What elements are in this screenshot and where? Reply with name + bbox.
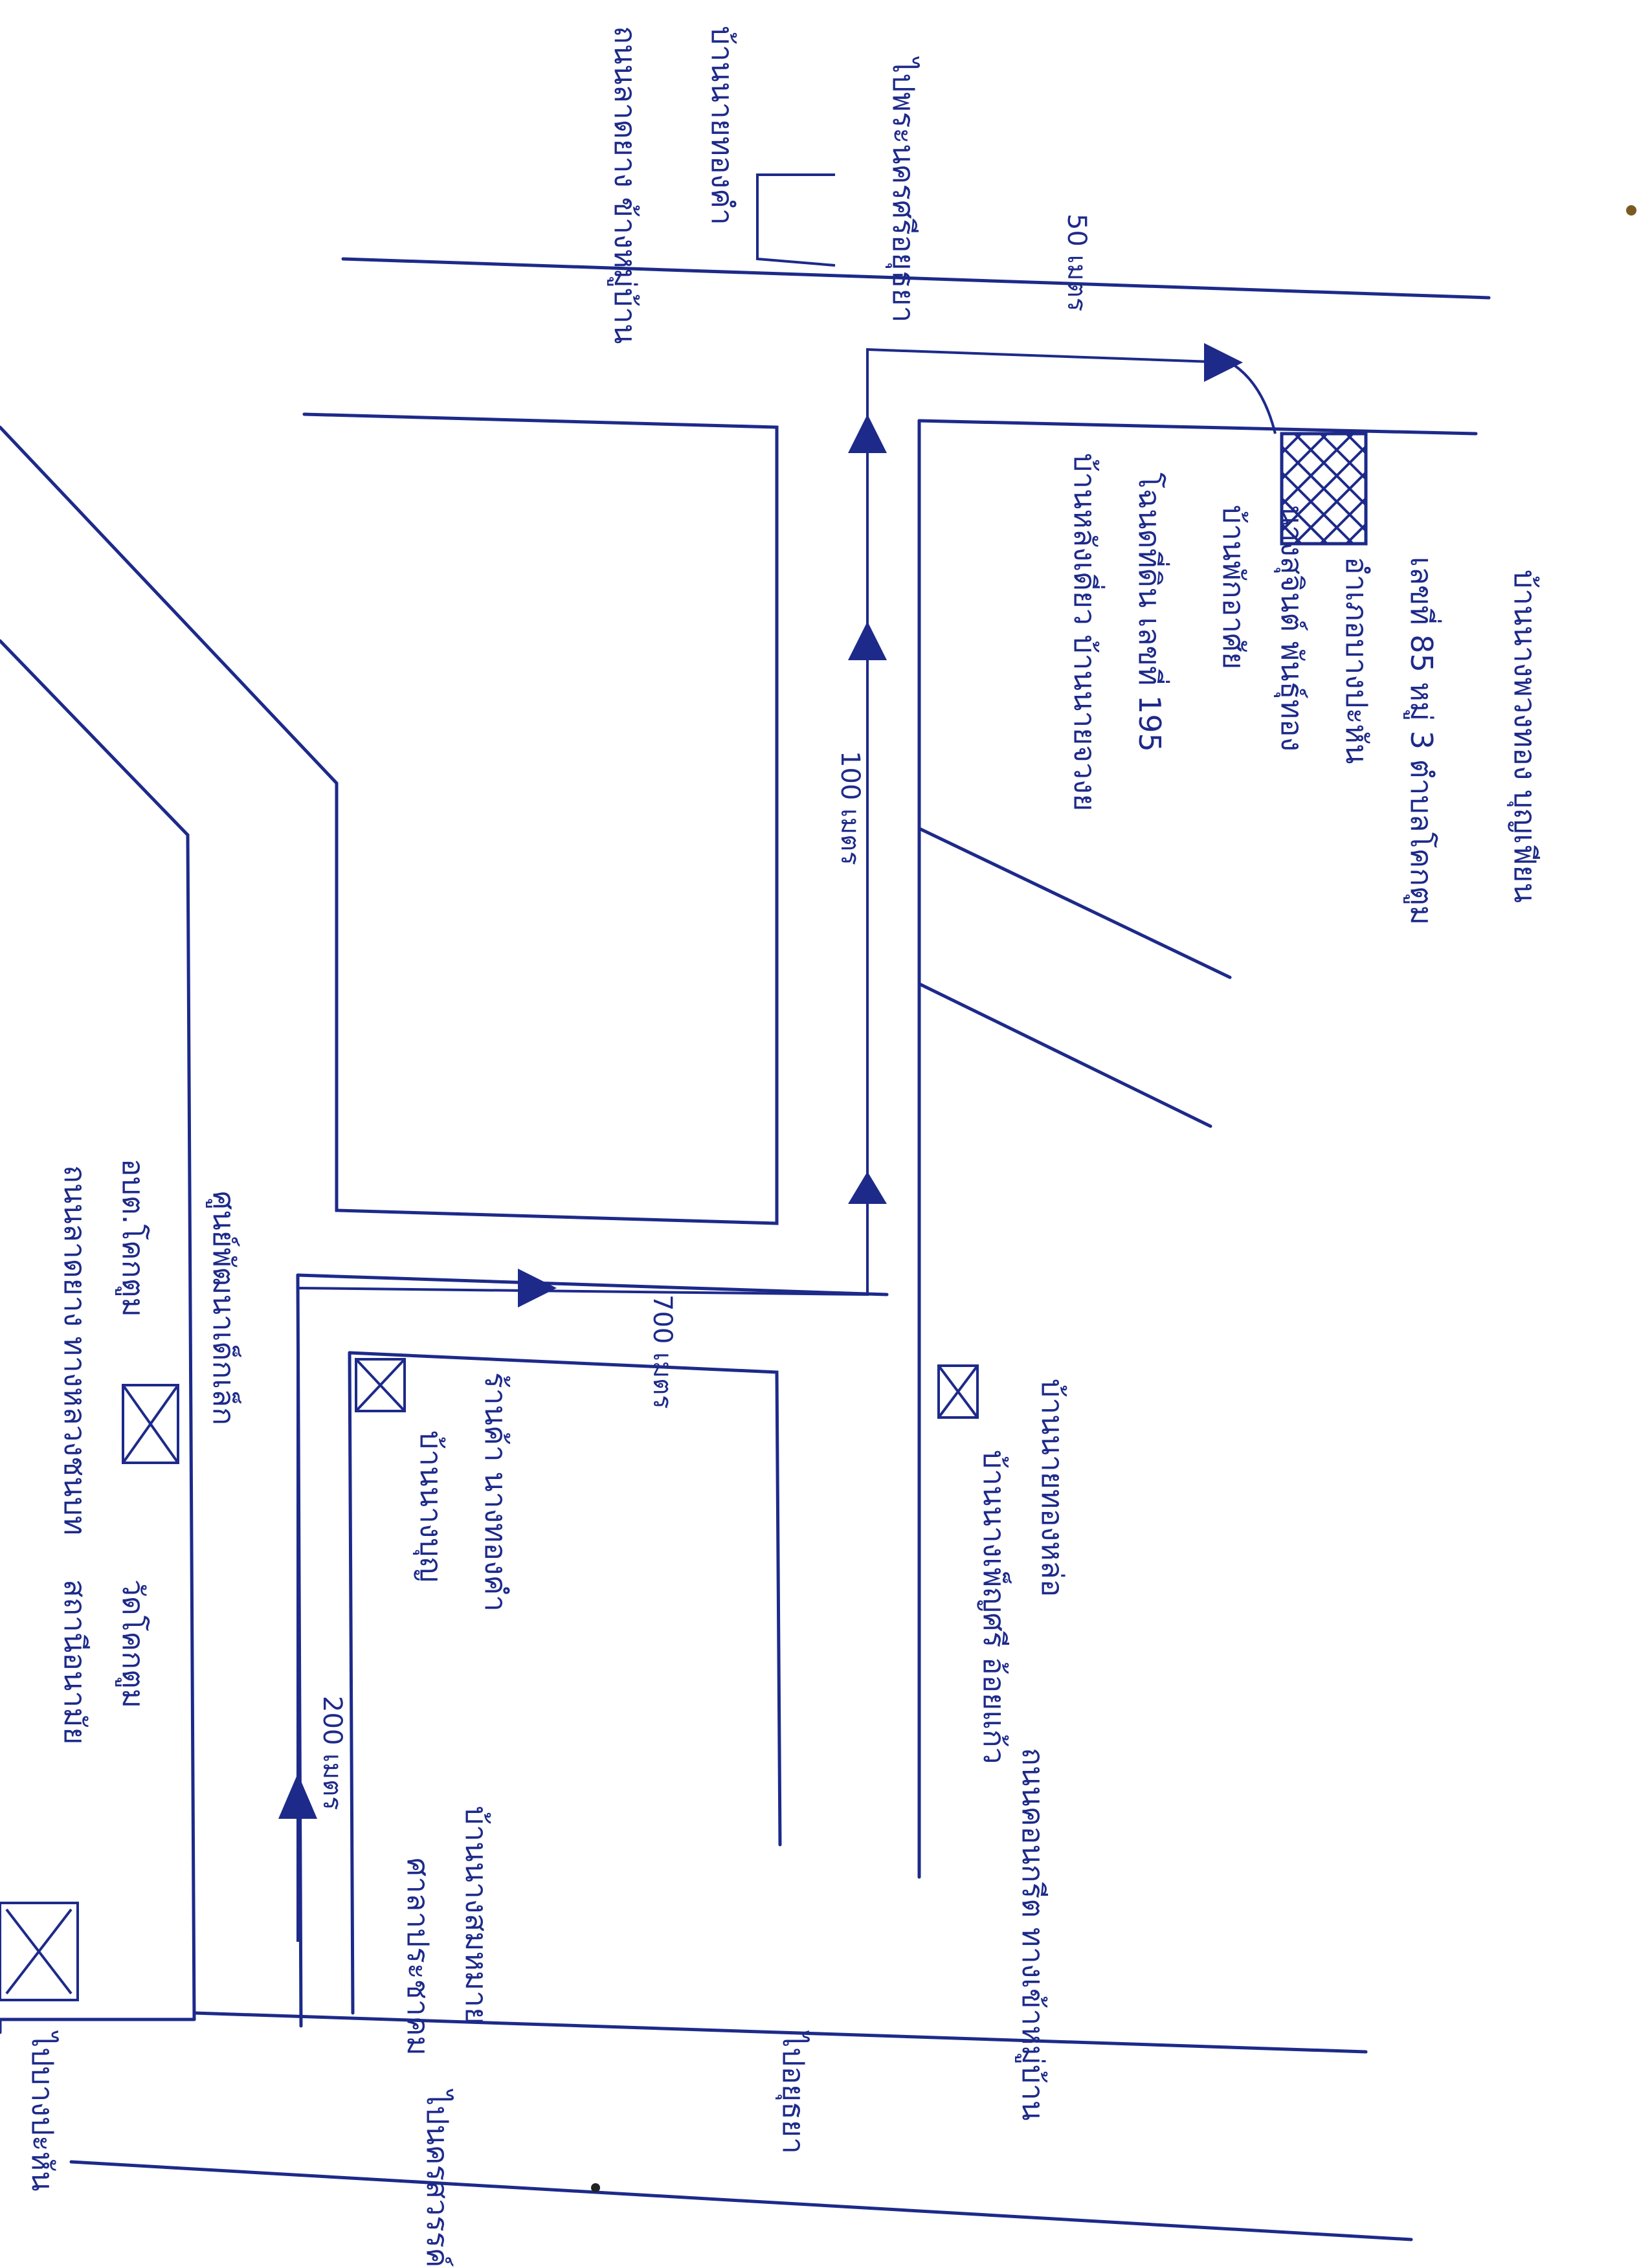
route-arrow-6 [1204, 343, 1243, 382]
label-bottom-left-2: ศาลาประชาคม [401, 1858, 436, 2056]
label-left-block-5: สถานีอนามัย [58, 1579, 93, 1744]
label-bottom-left-1: บ้านนางสมหมาย [459, 1806, 494, 2025]
label-site-owner-house: บ้านพักอาศัย [1216, 505, 1251, 669]
label-left-block-3: ถนนลาดยาง ทางหลวงชนบท [58, 1165, 93, 1535]
road-bottom-a [192, 2011, 1368, 2054]
label-left-shop-2: บ้านนางบุญ [412, 1430, 449, 1583]
route-arrow-5 [848, 414, 887, 453]
road-connector [296, 1273, 889, 1296]
label-dist-mid: 100 เมตร [835, 751, 865, 865]
label-corner-left: ไปบางปะหัน [25, 2030, 60, 2192]
road-diagonal-inner [0, 639, 190, 837]
road-fork-b [917, 982, 1212, 1128]
route-line [296, 348, 1231, 1942]
label-land-house: บ้านนางพวงทอง บุญเฟียน [1506, 570, 1543, 903]
route-arrow-3 [848, 1172, 887, 1204]
x-box-bottom-left [0, 1902, 79, 2001]
label-right-mid-1: บ้านนายทองหล่อ [1035, 1379, 1070, 1597]
road-left-outer [186, 833, 196, 2021]
site-pointer [1229, 361, 1277, 434]
label-right-mid-3: ถนนคอนกรีต ทางเข้าหมู่บ้าน [1015, 1748, 1051, 2120]
label-land-house-district: อำเภอบางปะหัน [1339, 557, 1374, 764]
site-marker [1280, 432, 1368, 546]
label-top-road-1: บ้านนายทองคำ [705, 26, 740, 225]
road-top-line-a [341, 257, 1491, 300]
label-dist-top: 50 เมตร [1062, 214, 1091, 311]
label-top-route: ไปพระนครศรีอยุธยา [885, 56, 921, 322]
label-site-1: บ้านหลังเดี่ยว บ้านนายจวงย [1067, 453, 1106, 811]
label-left-block-2: อบต.โคกตูม [115, 1159, 151, 1317]
route-arrow-1 [278, 1773, 317, 1819]
road-upper-block [302, 412, 779, 1225]
x-box-center [355, 1358, 406, 1412]
label-land-house-addr: เลขที่ 85 หมู่ 3 ตำบลโคกตูม [1403, 557, 1442, 925]
label-bottom-road-3: ไปนครสวรรค์ [420, 2088, 455, 2267]
label-top-road-2: ถนนลาดยาง ข้างหมู่บ้าน [607, 26, 643, 344]
x-box-left [122, 1384, 179, 1464]
label-dist-left: 700 เมตร [647, 1295, 677, 1409]
label-site-2: โฉนดที่ดิน เลขที่ 195 [1132, 472, 1170, 752]
road-mid-block [348, 1351, 782, 1847]
route-arrow-4 [848, 621, 887, 660]
road-mid-left [348, 1351, 355, 2015]
label-left-shop: ร้านค้า นางทองคำ [478, 1372, 513, 1612]
label-right-mid-2: บ้านนางเพ็ญศรี อ้อยแก้ว [977, 1450, 1012, 1764]
ink-dot-1 [1626, 205, 1636, 216]
route-arrow-2 [518, 1269, 557, 1307]
road-bottom-b [69, 2160, 1413, 2241]
label-bottom-road-2: ไปอยุธยา [775, 2030, 811, 2154]
road-diagonal-outer [0, 425, 339, 785]
label-left-block-4: วัดโคกตูม [115, 1579, 151, 1708]
label-left-block-1: ศูนย์พัฒนาเด็กเล็ก [206, 1191, 241, 1425]
ink-dot-2 [591, 2183, 600, 2192]
label-dist-left-b: 200 เมตร [317, 1696, 347, 1810]
x-box-right-mid [937, 1364, 979, 1419]
road-fork-a [917, 827, 1232, 979]
label-site-owner: นางสุจินต์ พันธุ์ทอง [1273, 505, 1310, 751]
x-box-top [756, 173, 836, 267]
road-right-top [917, 419, 1478, 436]
